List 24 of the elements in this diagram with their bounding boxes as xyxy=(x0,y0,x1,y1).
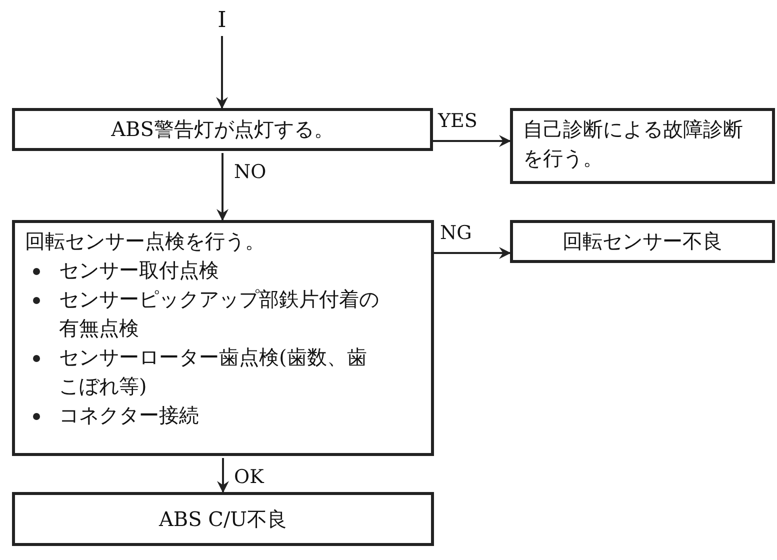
edge-label: NO xyxy=(234,161,266,183)
arrow xyxy=(433,135,511,147)
bullet-text: コネクター接続 xyxy=(59,402,199,429)
box-heading: 回転センサー点検を行う。 xyxy=(25,228,266,255)
process-box xyxy=(510,220,775,263)
edge-label: OK xyxy=(234,466,264,488)
bullet-text: センサー取付点検 xyxy=(59,257,219,284)
bullet-text: センサーローター歯点検(歯数、歯こぼれ等) xyxy=(59,344,368,400)
box-text: 自己診断による故障診断を行う。 xyxy=(523,117,743,170)
process-box xyxy=(12,492,434,546)
arrow xyxy=(217,458,229,493)
edge-label: YES xyxy=(438,110,478,132)
box-text: ABS C/U不良 xyxy=(158,506,288,532)
arrow xyxy=(216,153,228,221)
edge-label: NG xyxy=(440,222,472,244)
arrow xyxy=(434,247,511,259)
process-box xyxy=(12,220,434,456)
process-box xyxy=(12,108,433,151)
start-label: I xyxy=(207,6,237,34)
box-text: ABS警告灯が点灯する。 xyxy=(111,116,334,143)
bullet-text: センサーピックアップ部鉄片付着の有無点検 xyxy=(59,286,379,342)
box-text: 回転センサー不良 xyxy=(562,228,722,255)
process-box xyxy=(510,108,775,184)
arrow xyxy=(216,36,228,109)
